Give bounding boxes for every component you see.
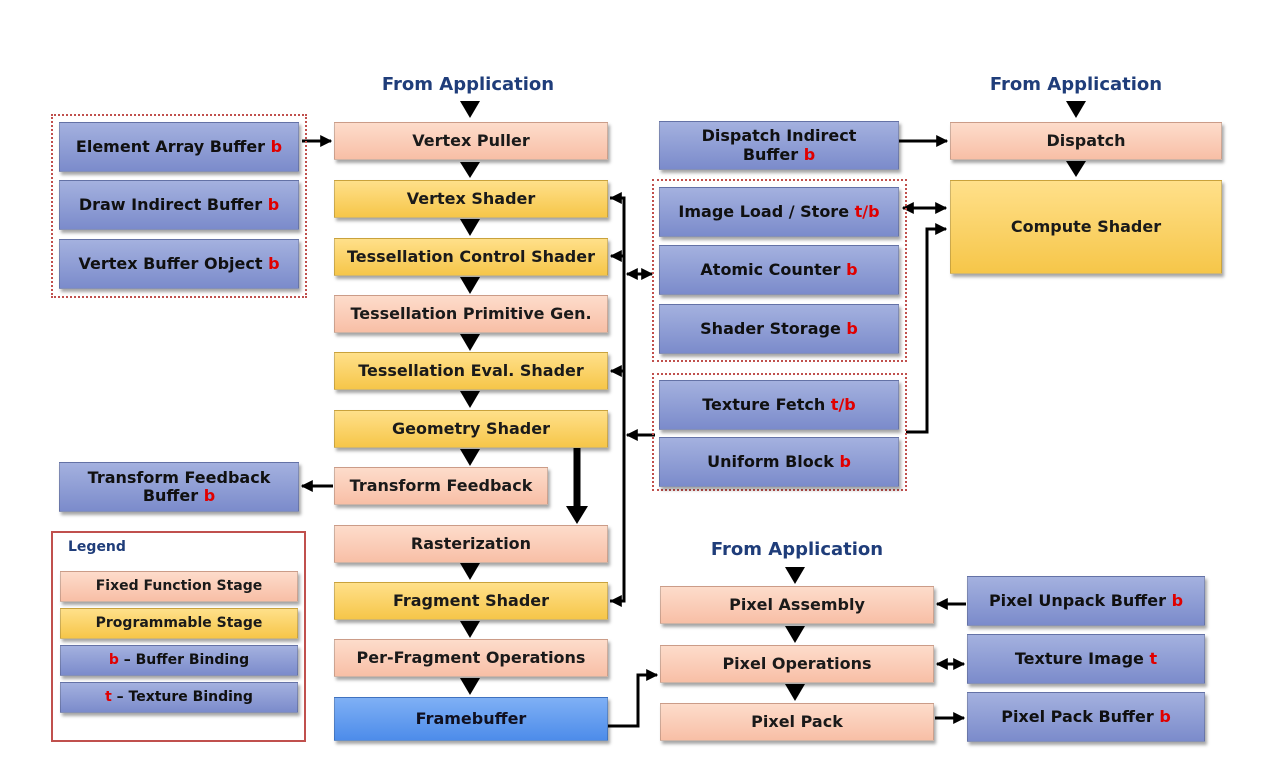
legend-fixed-function: Fixed Function Stage xyxy=(60,571,298,602)
draw-indirect-buffer-label: Draw Indirect Buffer xyxy=(78,194,263,214)
transform-feedback-buffer-line1: Transform Feedback xyxy=(87,467,271,487)
pixel-pack-buffer: Pixel Pack Buffer b xyxy=(967,692,1205,742)
tri-primitive-to-eval xyxy=(460,334,480,351)
framebuffer: Framebuffer xyxy=(334,697,608,741)
legend-buffer-text: – Buffer Binding xyxy=(118,652,250,669)
texture-fetch-label: Texture Fetch xyxy=(702,394,826,414)
header-from-application-pixel: From Application xyxy=(710,539,884,560)
legend-buffer-binding: b – Buffer Binding xyxy=(60,645,298,676)
binding-tag: t xyxy=(1149,648,1158,668)
vertex-shader: Vertex Shader xyxy=(334,180,608,218)
per-fragment-operations: Per-Fragment Operations xyxy=(334,639,608,677)
legend-buffer-tag: b xyxy=(108,652,119,669)
legend-texture-binding: t – Texture Binding xyxy=(60,682,298,713)
tri-vertex-to-tess-control xyxy=(460,219,480,236)
binding-tag: t/b xyxy=(830,394,856,414)
legend: Legend Fixed Function Stage Programmable… xyxy=(51,531,306,742)
binding-tag: b xyxy=(1171,590,1184,610)
tri-tess-control-to-primitive xyxy=(460,277,480,294)
uniform-block: Uniform Block b xyxy=(659,437,899,487)
transform-feedback-buffer: Transform Feedback Buffer b xyxy=(59,462,299,512)
vertex-buffer-object: Vertex Buffer Object b xyxy=(59,239,299,289)
binding-tag: b xyxy=(839,451,851,471)
vertex-buffer-object-label: Vertex Buffer Object xyxy=(78,253,263,273)
texture-image: Texture Image t xyxy=(967,634,1205,684)
binding-tag: b xyxy=(267,194,280,214)
element-array-buffer: Element Array Buffer b xyxy=(59,122,299,172)
pixel-operations: Pixel Operations xyxy=(660,645,934,683)
legend-programmable: Programmable Stage xyxy=(60,608,298,639)
tri-perfrag-to-framebuffer xyxy=(460,678,480,695)
tessellation-eval-shader: Tessellation Eval. Shader xyxy=(334,352,608,390)
tri-raster-to-fragment xyxy=(460,563,480,580)
atomic-counter-label: Atomic Counter xyxy=(700,259,841,279)
tri-geometry-to-tf xyxy=(460,449,480,466)
arrow-texture-to-compute xyxy=(906,223,948,434)
legend-title: Legend xyxy=(68,539,126,555)
legend-texture-tag: t xyxy=(105,689,112,706)
binding-tag: b xyxy=(270,136,283,156)
rasterization: Rasterization xyxy=(334,525,608,563)
binding-tag: b xyxy=(203,486,216,505)
texture-fetch: Texture Fetch t/b xyxy=(659,380,899,430)
dispatch-indirect-buffer-line1: Dispatch Indirect xyxy=(701,126,857,146)
binding-tag: t/b xyxy=(854,201,880,221)
image-load-store-label: Image Load / Store xyxy=(678,201,850,221)
pixel-pack-buffer-label: Pixel Pack Buffer xyxy=(1001,706,1154,726)
arrow-framebuffer-to-pixel-ops xyxy=(608,669,659,728)
tri-from-app-to-dispatch xyxy=(1066,101,1086,118)
draw-indirect-buffer: Draw Indirect Buffer b xyxy=(59,180,299,230)
transform-feedback-buffer-line2-text: Buffer xyxy=(142,486,199,505)
legend-texture-text: – Texture Binding xyxy=(111,689,253,706)
tri-pixelops-to-pack xyxy=(785,684,805,701)
tri-assembly-to-pixelops xyxy=(785,626,805,643)
shader-storage: Shader Storage b xyxy=(659,304,899,354)
header-from-application-right: From Application xyxy=(989,74,1163,95)
tri-dispatch-to-compute xyxy=(1066,161,1086,177)
header-from-application-left: From Application xyxy=(381,74,555,95)
binding-tag: b xyxy=(846,318,858,338)
atomic-counter: Atomic Counter b xyxy=(659,245,899,295)
tri-puller-to-vertex xyxy=(460,162,480,178)
tri-from-app-to-puller xyxy=(460,101,480,118)
tri-eval-to-geometry xyxy=(460,391,480,408)
uniform-block-label: Uniform Block xyxy=(707,451,834,471)
binding-tag: b xyxy=(803,144,816,164)
binding-tag: b xyxy=(268,253,280,273)
pixel-pack: Pixel Pack xyxy=(660,703,934,741)
element-array-buffer-label: Element Array Buffer xyxy=(75,136,266,156)
dispatch-indirect-buffer-line2-text: Buffer xyxy=(742,144,799,164)
shader-storage-label: Shader Storage xyxy=(700,318,841,338)
image-atomic-storage-group xyxy=(652,179,907,362)
texture-uniform-group xyxy=(652,373,907,491)
compute-shader: Compute Shader xyxy=(950,180,1222,274)
bus-vertex-fragment xyxy=(610,196,626,603)
vertex-input-buffers-group xyxy=(51,114,307,298)
texture-image-label: Texture Image xyxy=(1014,648,1144,668)
tri-fragment-to-perfrag xyxy=(460,621,480,638)
image-load-store: Image Load / Store t/b xyxy=(659,187,899,237)
transform-feedback: Transform Feedback xyxy=(334,467,548,505)
tessellation-control-shader: Tessellation Control Shader xyxy=(334,238,608,276)
fragment-shader: Fragment Shader xyxy=(334,582,608,620)
dispatch-indirect-buffer: Dispatch Indirect Buffer b xyxy=(659,121,899,170)
dispatch: Dispatch xyxy=(950,122,1222,160)
geometry-shader: Geometry Shader xyxy=(334,410,608,448)
dispatch-indirect-buffer-line2: Buffer b xyxy=(742,144,816,164)
transform-feedback-buffer-line2: Buffer b xyxy=(142,486,216,505)
tri-from-app-to-assembly xyxy=(785,567,805,584)
pixel-unpack-buffer: Pixel Unpack Buffer b xyxy=(967,576,1205,626)
binding-tag: b xyxy=(1159,706,1171,726)
pixel-unpack-buffer-label: Pixel Unpack Buffer xyxy=(988,590,1167,610)
vertex-puller: Vertex Puller xyxy=(334,122,608,160)
arrow-geometry-to-rasterization-head xyxy=(566,506,588,524)
tessellation-primitive-gen: Tessellation Primitive Gen. xyxy=(334,295,608,333)
pixel-assembly: Pixel Assembly xyxy=(660,586,934,624)
binding-tag: b xyxy=(846,259,858,279)
